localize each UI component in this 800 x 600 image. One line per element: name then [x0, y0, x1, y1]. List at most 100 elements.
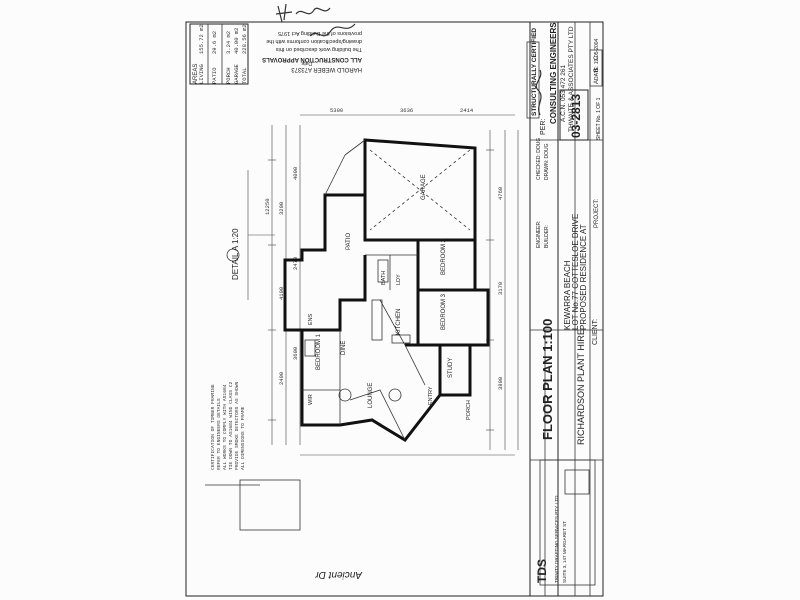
room-kitchen: KITCHEN — [396, 309, 402, 335]
room-porch: PORCH — [466, 400, 472, 420]
room-ens: ENS — [308, 313, 314, 325]
kitchen-island — [391, 334, 411, 344]
area-porch-value: 3.24 m2 — [225, 31, 232, 54]
note-4: TIE DOWN TO AS1684 WIND CLASS C2 — [228, 382, 234, 470]
approval-stamp: HAROLD WEBER A73373 Date The building wo… — [262, 23, 362, 72]
areas-table: AREAS LIVING PATIO PORCH GARAGE TOTAL 15… — [189, 23, 249, 85]
dim-right-c: 3800 — [497, 377, 504, 390]
lounge-fan-icon-2 — [388, 388, 402, 402]
dim-right-b: 3170 — [497, 282, 504, 295]
drafting-emblem-icon — [564, 469, 590, 495]
room-entry: ENTRY — [428, 386, 434, 405]
note-6: ALL DIMENSIONS TO FRAME — [240, 406, 246, 470]
room-wir: WIR — [308, 394, 314, 405]
checked-by: CHECKED: DOUG — [536, 138, 542, 180]
approval-line-3: provisions of the Building Act 1975 — [278, 30, 362, 36]
detail-label: DETAIL A 1:20 — [231, 228, 240, 280]
note-5: PROVIDE SMOKE DETECTORS AS SHOWN — [234, 382, 240, 470]
room-study: STUDY — [448, 358, 454, 378]
area-total-label: TOTAL — [241, 67, 248, 84]
project-line-1: PROPOSED RESIDENCE AT — [579, 224, 588, 330]
room-lounge: LOUNGE — [368, 383, 374, 408]
title-block: CLIENT: RICHARDSON PLANT HIRE PROJECT: P… — [529, 22, 603, 596]
room-bedroom-3: BEDROOM 3 — [441, 293, 447, 330]
area-living-value: 155.72 m2 — [198, 24, 205, 54]
detail-callout: DETAIL A 1:20 — [226, 170, 275, 300]
note-1: CERTIFICATION OF TIMBER FRAMING — [210, 384, 216, 470]
dim-left-c: 3600 — [292, 347, 299, 360]
top-signature — [295, 7, 331, 15]
room-bath: BATH — [381, 271, 387, 285]
revision-c: C — [594, 55, 600, 60]
engineer-per: PER: — [540, 119, 547, 135]
room-patio: PATIO — [346, 233, 352, 250]
dim-left-b: 2470 — [292, 257, 299, 270]
lounge-fan-icon — [338, 388, 352, 402]
area-porch-label: PORCH — [225, 67, 232, 84]
drafting-block: TDS TRINITY DRAFTING SERVICES PTY. LTD. … — [535, 459, 596, 586]
kitchen-bench — [371, 299, 383, 341]
certified-box — [526, 41, 540, 119]
garage-ceiling-lines — [369, 149, 471, 231]
bottom-handwriting: Ancient Dr — [315, 569, 363, 580]
engineer-label: ENGINEER: — [536, 220, 542, 248]
approval-date-label: Date — [301, 60, 312, 66]
approval-line-2: drawing/specification conforms with the — [266, 38, 362, 44]
area-patio-value: 29.6 m2 — [211, 31, 218, 54]
engineer-stamp: THWAITE & ASSOCIATES PTY LTD A.C.N. 053 … — [526, 22, 575, 135]
room-labels: GARAGE BEDROOM 2 BEDROOM 3 BEDROOM 1 PAT… — [308, 174, 472, 420]
dim-top-a: 3200 — [278, 202, 285, 215]
room-bedroom-2: BEDROOM 2 — [441, 238, 447, 275]
area-total-value: 228.56 m2 — [241, 24, 248, 54]
building-walls — [283, 138, 490, 442]
drafting-logo: TDS — [535, 559, 549, 583]
builder-label: BUILDER: — [544, 225, 550, 248]
drafting-full-name: TRINITY DRAFTING SERVICES PTY. LTD. — [554, 494, 559, 583]
dim-top-c: 2400 — [278, 372, 285, 385]
engineer-company: THWAITE & ASSOCIATES PTY LTD — [568, 26, 575, 132]
room-ldy: LDY — [396, 274, 402, 285]
dim-right-a: 4760 — [497, 187, 504, 200]
dim-top-overall: 12250 — [264, 198, 271, 215]
approval-signature — [309, 23, 356, 37]
drafting-address: SUITE 3, 147 MARGARET ST — [562, 521, 567, 583]
project-line-2: LOT No.77 COTTESLOE DRIVE — [571, 214, 580, 330]
drawn-by: DRAWN: DOUG — [544, 143, 550, 180]
sheet-border — [185, 21, 604, 597]
notes-block: CERTIFICATION OF TIMBER FRAMING REFER TO… — [205, 382, 301, 531]
dimension-lines: 12250 3200 4100 2400 4000 2470 3600 4760… — [264, 107, 519, 456]
room-bedroom-1: BEDROOM 1 — [316, 333, 322, 370]
dim-bottom-a: 5300 — [330, 107, 343, 114]
client-name: RICHARDSON PLANT HIRE — [576, 329, 586, 445]
revision-b: B — [594, 68, 600, 72]
bottom-note: Ancient Dr — [315, 569, 363, 580]
certified-label: STRUCTURALLY CERTIFIED — [531, 28, 538, 116]
drawing-number: 03-2813 — [569, 94, 583, 138]
project-line-3: KEWARRA BEACH — [563, 260, 572, 330]
bath-tub-icon — [377, 259, 389, 283]
project-label: PROJECT: — [594, 199, 600, 228]
areas-title: AREAS — [193, 64, 199, 84]
drawing-number-box — [559, 89, 589, 141]
approval-line-1: The building work described on this — [276, 46, 362, 52]
notes-box-lower — [239, 479, 301, 531]
area-garage-value: 40.00 m2 — [233, 28, 240, 54]
approval-title: ALL CONSTRUCTION APPROVALS — [262, 56, 362, 62]
area-patio-label: PATIO — [211, 67, 218, 84]
top-handwriting — [275, 3, 331, 23]
top-initials — [275, 3, 293, 23]
room-garage: GARAGE — [421, 174, 427, 200]
dim-bottom-b: 3636 — [400, 107, 413, 114]
dim-left-a: 4000 — [292, 167, 299, 180]
plan-title: FLOOR PLAN 1:100 — [540, 319, 555, 440]
approval-signatory: HAROLD WEBER A73373 — [291, 66, 362, 72]
note-2: REFER TO ENGINEERS DETAILS — [216, 398, 222, 470]
note-3: ALL WORKS TO COMPLY WITH AS1684 — [222, 384, 228, 470]
area-living-label: LIVING — [198, 64, 205, 84]
revision-a: A — [594, 80, 600, 84]
sheet-number: SHEET No. 1 OF 1 — [596, 97, 602, 140]
engineer-type: CONSULTING ENGINEERS — [549, 22, 558, 124]
client-label: CLIENT: — [592, 319, 599, 345]
